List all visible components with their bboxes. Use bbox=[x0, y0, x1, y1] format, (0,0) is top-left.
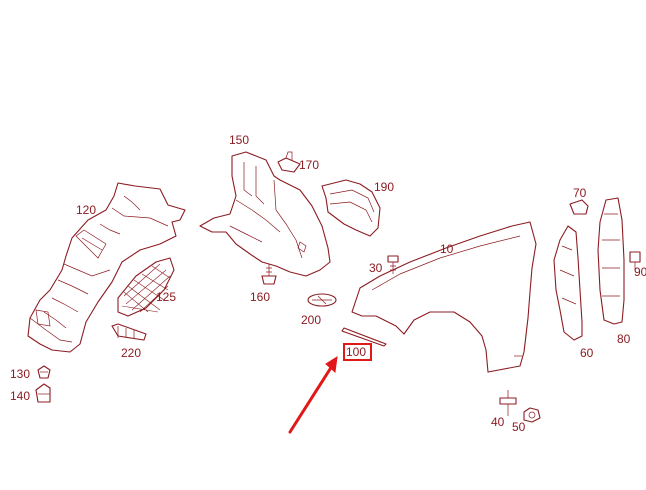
clip-140[interactable] bbox=[35, 383, 51, 403]
wheel-arch-liner-150[interactable] bbox=[199, 151, 331, 277]
fender-10[interactable] bbox=[351, 221, 537, 373]
part-label-140[interactable]: 140 bbox=[10, 389, 31, 403]
clip-170[interactable] bbox=[277, 151, 301, 173]
part-label-150[interactable]: 150 bbox=[229, 133, 250, 147]
highlight-box bbox=[343, 343, 372, 361]
clip-200[interactable] bbox=[307, 293, 337, 307]
part-label-90[interactable]: 90 bbox=[634, 265, 646, 279]
highlight-arrow bbox=[288, 356, 338, 434]
cap-70[interactable] bbox=[569, 199, 589, 215]
part-label-10[interactable]: 10 bbox=[440, 242, 454, 256]
part-label-100[interactable]: 100 bbox=[346, 345, 367, 359]
bolt-40[interactable] bbox=[499, 390, 517, 416]
trim-strip-100[interactable] bbox=[341, 327, 387, 347]
part-label-125[interactable]: 125 bbox=[156, 290, 177, 304]
grille-125[interactable] bbox=[117, 257, 175, 317]
insulation-190[interactable] bbox=[321, 179, 381, 237]
part-label-190[interactable]: 190 bbox=[374, 180, 395, 194]
part-label-220[interactable]: 220 bbox=[121, 346, 142, 360]
part-label-40[interactable]: 40 bbox=[491, 415, 505, 429]
part-label-50[interactable]: 50 bbox=[512, 420, 526, 434]
part-label-170[interactable]: 170 bbox=[299, 158, 320, 172]
part-label-60[interactable]: 60 bbox=[580, 346, 594, 360]
fastener-90[interactable] bbox=[629, 251, 641, 270]
bracket-80[interactable] bbox=[597, 197, 625, 325]
bolt-30[interactable] bbox=[387, 255, 399, 274]
part-label-30[interactable]: 30 bbox=[369, 261, 383, 275]
wheel-arch-liner-120[interactable] bbox=[27, 182, 186, 353]
part-label-160[interactable]: 160 bbox=[250, 290, 271, 304]
part-label-130[interactable]: 130 bbox=[10, 367, 31, 381]
part-label-70[interactable]: 70 bbox=[573, 186, 587, 200]
part-label-200[interactable]: 200 bbox=[301, 313, 322, 327]
nut-50[interactable] bbox=[523, 407, 541, 423]
clip-130[interactable] bbox=[37, 365, 51, 379]
bracket-60[interactable] bbox=[553, 225, 583, 341]
part-label-120[interactable]: 120 bbox=[76, 203, 97, 217]
screw-160[interactable] bbox=[261, 264, 277, 285]
part-label-80[interactable]: 80 bbox=[617, 332, 631, 346]
rivet-220[interactable] bbox=[111, 323, 147, 341]
